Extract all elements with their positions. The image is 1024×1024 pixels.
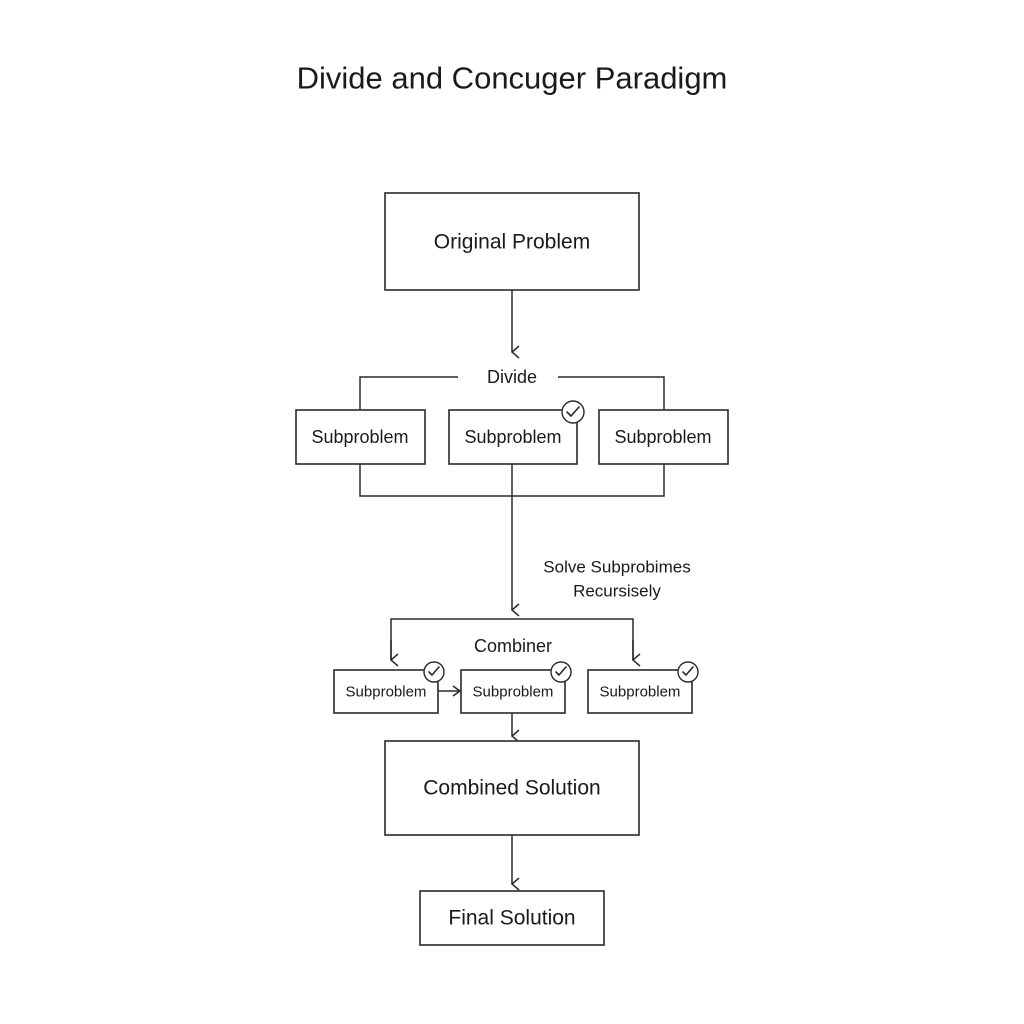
- subproblem-top-right-box: [598, 409, 729, 465]
- combiner-bracket: [390, 618, 634, 660]
- combiner-label-backdrop: [462, 632, 566, 660]
- subproblem-top-middle-label: Subproblem: [464, 427, 561, 447]
- subproblem-bottom-right-label: Subproblem: [600, 684, 681, 701]
- combined-solution-box: [384, 740, 640, 836]
- divide-bracket-left: [359, 376, 458, 410]
- subproblem-bottom-right-box: [587, 669, 693, 714]
- subproblem-bottom-left-label: Subproblem: [346, 684, 427, 701]
- divide-label: Divide: [487, 367, 537, 387]
- check-circle-icon: [561, 400, 585, 424]
- subproblem-bottom-middle-label: Subproblem: [473, 684, 554, 701]
- subproblem-top-left-box: [295, 409, 426, 465]
- original-problem-box: [384, 192, 640, 291]
- check-circle-icon: [423, 661, 445, 683]
- combiner-label: Combiner: [474, 636, 552, 656]
- final-solution-label: Final Solution: [448, 907, 575, 930]
- final-solution-box: [419, 890, 605, 946]
- check-circle-icon: [677, 661, 699, 683]
- solve-note-line-2: Recursisely: [573, 582, 661, 601]
- subproblem-bottom-left-box: [333, 669, 439, 714]
- original-problem-label: Original Problem: [434, 231, 590, 254]
- check-circle-icon: [550, 661, 572, 683]
- solve-note-line-1: Solve Subprobimes: [543, 558, 690, 577]
- divide-bracket-right: [558, 376, 665, 410]
- subproblem-top-left-label: Subproblem: [311, 427, 408, 447]
- diagram-title: Divide and Concuger Paradigm: [297, 61, 728, 96]
- combined-solution-label: Combined Solution: [423, 777, 600, 800]
- subproblem-top-right-label: Subproblem: [614, 427, 711, 447]
- subproblem-top-middle-box: [448, 409, 578, 465]
